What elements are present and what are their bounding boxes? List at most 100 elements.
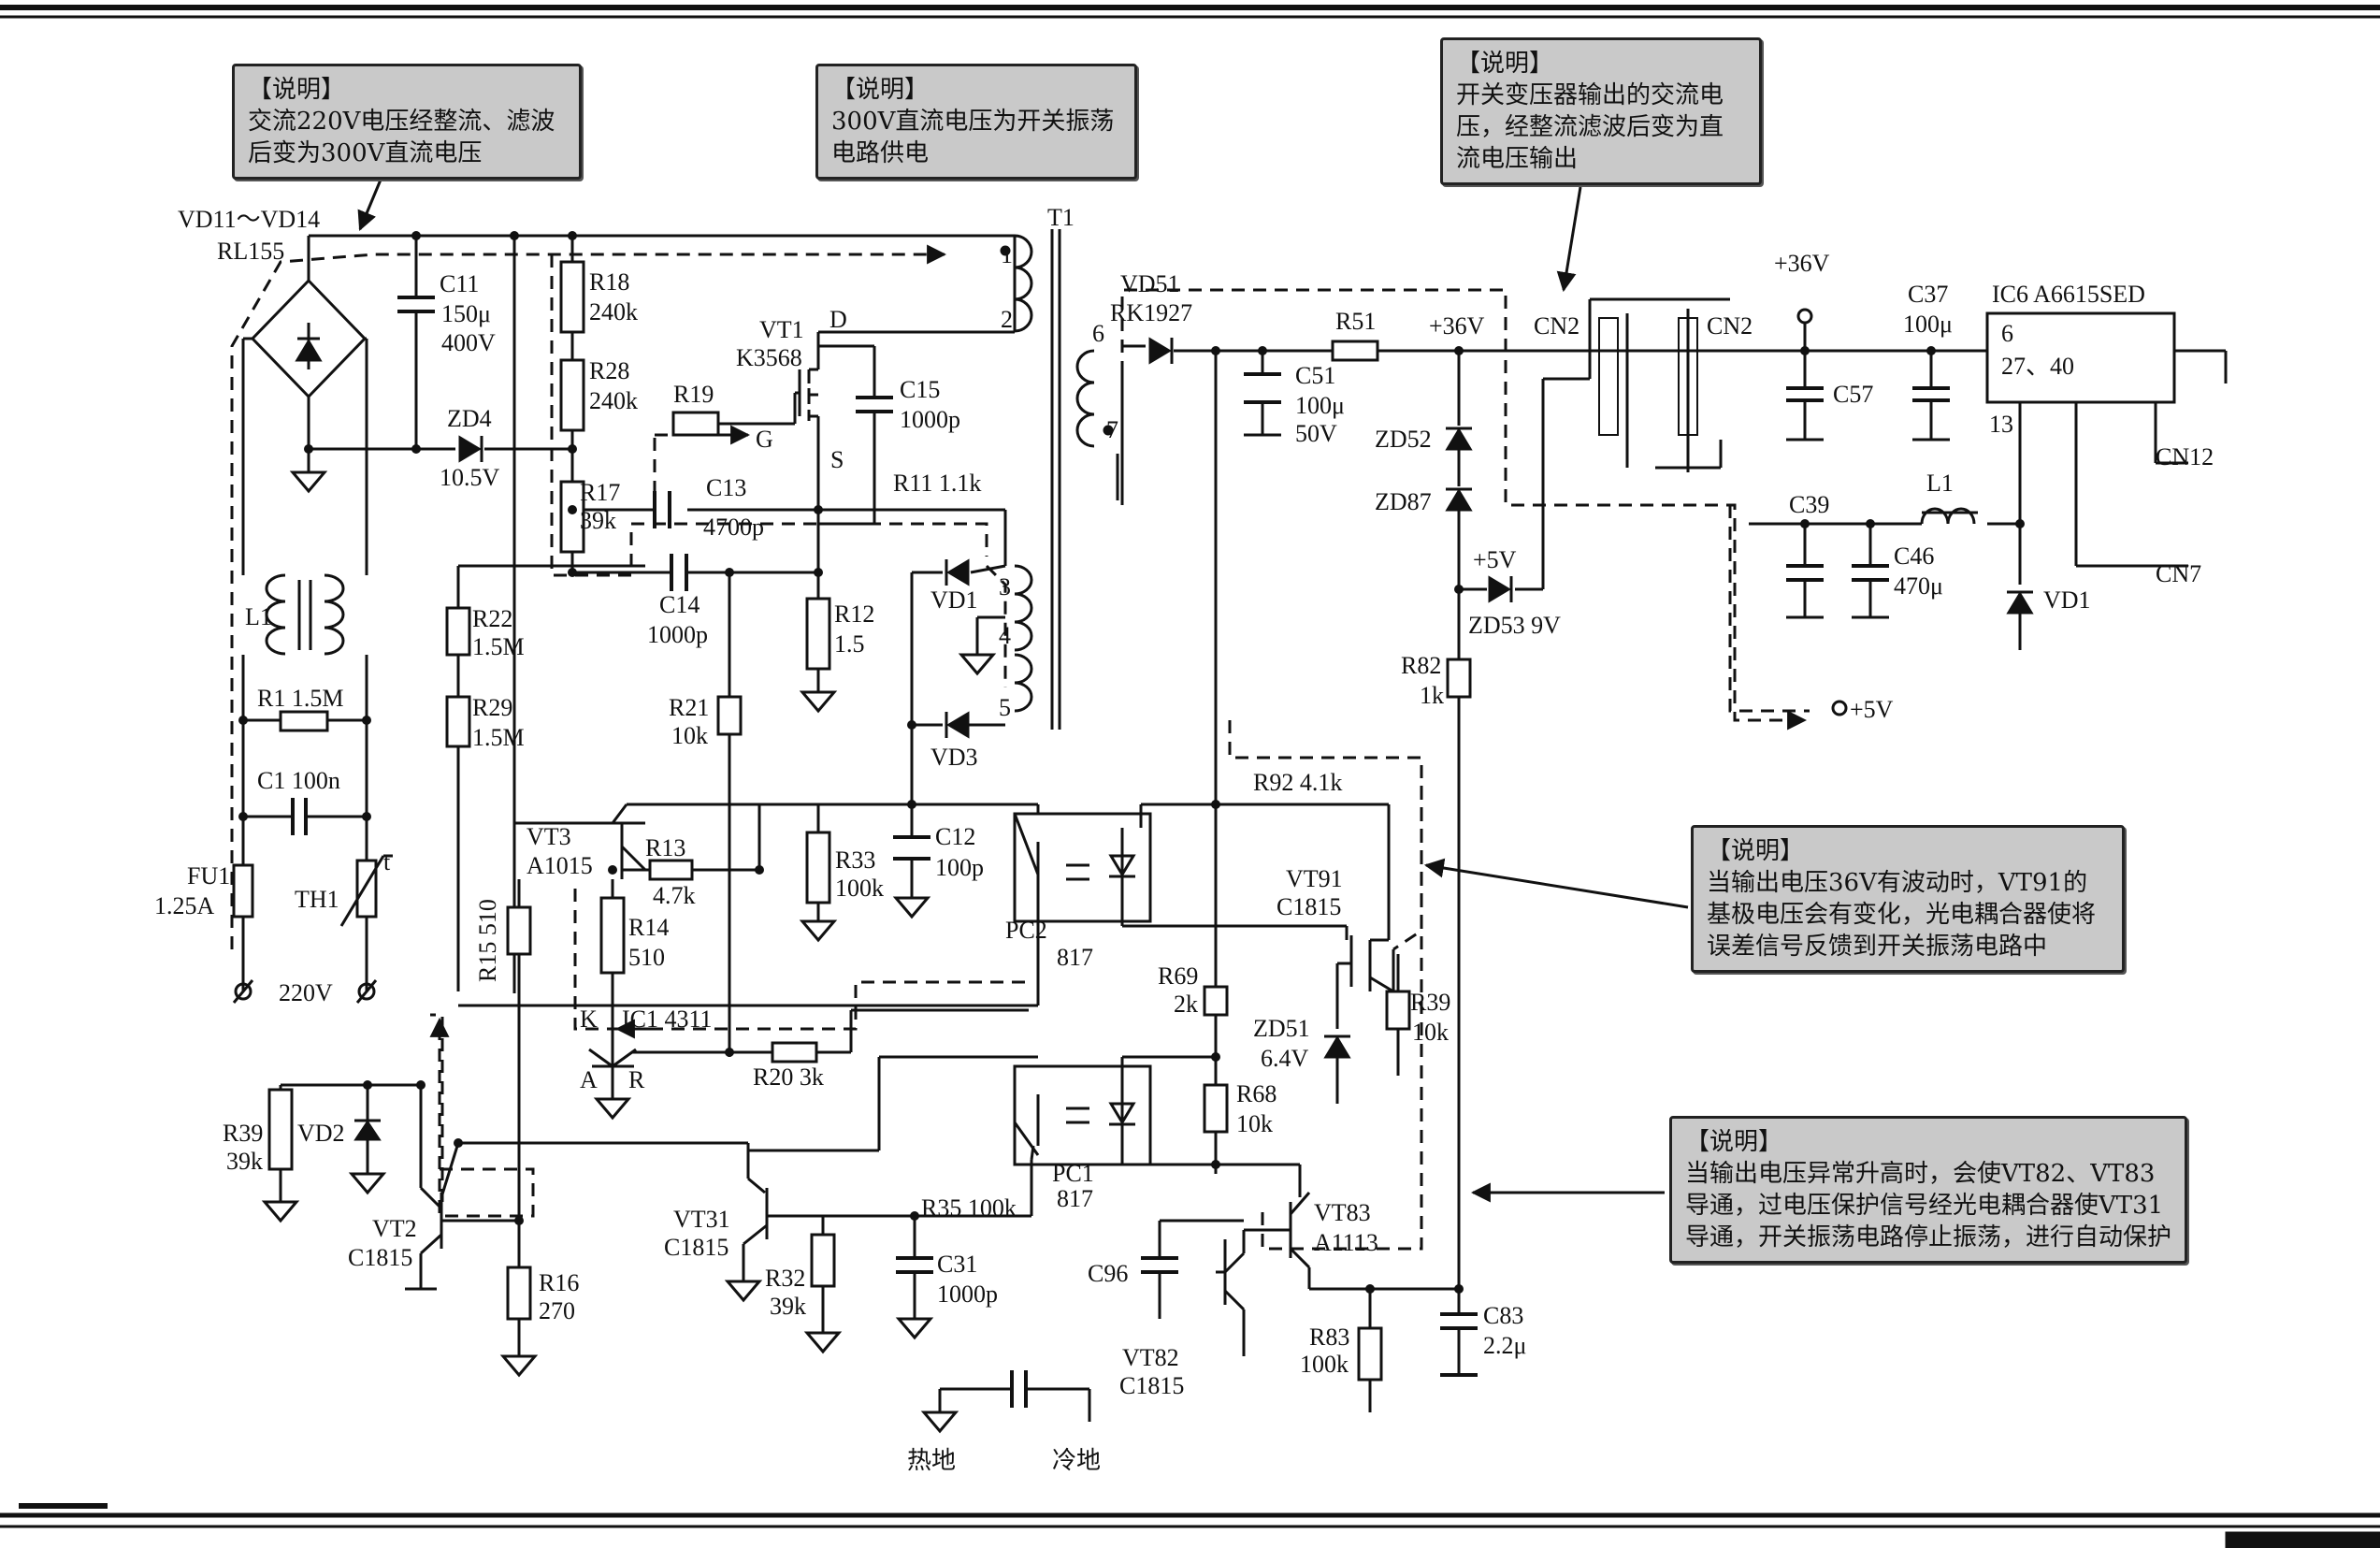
label-c37v: 100μ <box>1903 311 1953 338</box>
note-text: 当输出电压异常升高时，会使VT82、VT83导通，过电压保护信号经光电耦合器使V… <box>1685 1160 2172 1251</box>
ac-terminals <box>232 979 378 1004</box>
label-vt91t: C1815 <box>1277 893 1341 920</box>
label-zd4v: 10.5V <box>440 464 500 491</box>
label-r51: R51 <box>1335 308 1376 335</box>
label-r20: R20 3k <box>753 1063 824 1091</box>
label-r32: R32 <box>765 1265 805 1292</box>
label-r69: R69 <box>1158 962 1198 990</box>
label-vd2: VD2 <box>297 1120 345 1147</box>
label-c15v: 1000p <box>900 406 960 433</box>
note-title: 【说明】 <box>248 76 346 104</box>
label-r39bv: 10k <box>1412 1019 1449 1046</box>
label-vd1b: VD1 <box>2043 586 2091 614</box>
note-text: 交流220V电压经整流、滤波后变为300V直流电压 <box>248 108 555 167</box>
label-r18: R18 <box>589 268 629 296</box>
label-c31: C31 <box>937 1251 977 1278</box>
label-vt82t: C1815 <box>1119 1372 1184 1399</box>
label-r13v: 4.7k <box>653 882 696 909</box>
label-c83: C83 <box>1483 1302 1523 1329</box>
label-ac: 220V <box>279 979 333 1006</box>
note-text: 开关变压器输出的交流电压，经整流滤波后变为直流电压输出 <box>1456 81 1724 173</box>
label-c37: C37 <box>1908 281 1948 308</box>
output-terminals <box>1796 308 1848 716</box>
note-title: 【说明】 <box>1456 50 1554 78</box>
label-vt1: VT1 <box>759 316 804 343</box>
signal-paths <box>230 244 1810 1251</box>
label-p4: 4 <box>999 622 1011 649</box>
label-r39v: 39k <box>226 1148 263 1175</box>
label-r12: R12 <box>834 600 874 628</box>
label-c83v: 2.2μ <box>1483 1332 1526 1359</box>
label-pc1v: 817 <box>1057 1185 1093 1212</box>
label-r: R <box>628 1066 645 1093</box>
label-vt83: VT83 <box>1314 1199 1371 1226</box>
label-r39: R39 <box>223 1120 263 1147</box>
label-r13: R13 <box>645 834 685 861</box>
label-pc2: PC2 <box>1005 917 1047 944</box>
label-ic6p6: 6 <box>2001 320 2013 347</box>
label-r69v: 2k <box>1174 991 1198 1018</box>
label-r28: R28 <box>589 357 629 384</box>
label-zd51v: 6.4V <box>1261 1045 1309 1072</box>
label-p6: 6 <box>1092 320 1104 347</box>
label-r14: R14 <box>628 914 669 941</box>
page-border <box>0 5 2380 1548</box>
label-vd1: VD1 <box>930 586 978 614</box>
label-vd3: VD3 <box>930 744 978 771</box>
label-c57: C57 <box>1833 381 1873 408</box>
label-r22: R22 <box>472 605 512 632</box>
label-c12v: 100p <box>935 854 984 881</box>
label-ic6: IC6 A6615SED <box>1992 281 2145 308</box>
label-cn2b: CN2 <box>1707 312 1753 340</box>
label-ic1: IC1 4311 <box>622 1005 713 1033</box>
label-fu1v: 1.25A <box>154 892 215 919</box>
label-c12: C12 <box>935 823 975 850</box>
label-r83: R83 <box>1309 1324 1349 1351</box>
label-p36a: +36V <box>1429 312 1485 340</box>
label-vd51: VD51 <box>1120 270 1180 297</box>
label-p2: 2 <box>1001 306 1013 333</box>
label-vt2t: C1815 <box>348 1244 412 1271</box>
label-rl155: RL155 <box>217 238 284 265</box>
label-p5vb: +5V <box>1850 696 1894 723</box>
label-r1: R1 1.5M <box>257 685 343 712</box>
note-output: 【说明】 开关变压器输出的交流电压，经整流滤波后变为直流电压输出 <box>1440 37 1762 185</box>
label-r39b: R39 <box>1410 989 1450 1016</box>
label-p5: 5 <box>999 694 1011 721</box>
label-zd53: ZD53 9V <box>1468 612 1561 639</box>
label-cn7: CN7 <box>2156 560 2201 587</box>
label-c46v: 470μ <box>1894 572 1943 600</box>
label-p5va: +5V <box>1473 546 1517 573</box>
label-zd4: ZD4 <box>447 405 492 432</box>
label-vt82: VT82 <box>1122 1344 1179 1371</box>
junction-dots <box>238 231 2025 1294</box>
label-r21v: 10k <box>671 722 708 749</box>
label-t1: T1 <box>1047 204 1075 231</box>
label-l1b: L1 <box>1926 470 1954 497</box>
label-cn12: CN12 <box>2156 443 2214 470</box>
label-r35: R35 100k <box>921 1194 1017 1222</box>
label-c96: C96 <box>1088 1260 1128 1287</box>
label-r11: R11 1.1k <box>893 470 981 497</box>
label-vt1t: K3568 <box>736 344 802 371</box>
label-vt3t: A1015 <box>526 852 593 879</box>
label-d: D <box>829 306 847 333</box>
label-r68: R68 <box>1236 1080 1277 1107</box>
label-zd87: ZD87 <box>1375 488 1432 515</box>
label-vt3: VT3 <box>526 823 571 850</box>
label-l1: L1 <box>245 603 272 630</box>
label-vt31t: C1815 <box>664 1234 728 1261</box>
label-ic6p13: 13 <box>1989 411 2013 438</box>
label-r15: R15 510 <box>474 899 501 982</box>
label-r21: R21 <box>669 694 709 721</box>
label-cn2a: CN2 <box>1534 312 1579 340</box>
wires <box>241 234 2228 1422</box>
note-feedback: 【说明】 当输出电压36V有波动时，VT91的基极电压会有变化，光电耦合器使将误… <box>1691 825 2125 973</box>
label-c51v: 100μ <box>1295 392 1345 419</box>
label-r68v: 10k <box>1236 1110 1273 1137</box>
label-c14v: 1000p <box>647 621 708 648</box>
label-vt31: VT31 <box>673 1206 730 1233</box>
label-th1: TH1 <box>295 886 339 913</box>
label-hotgnd: 热地 <box>907 1447 956 1475</box>
